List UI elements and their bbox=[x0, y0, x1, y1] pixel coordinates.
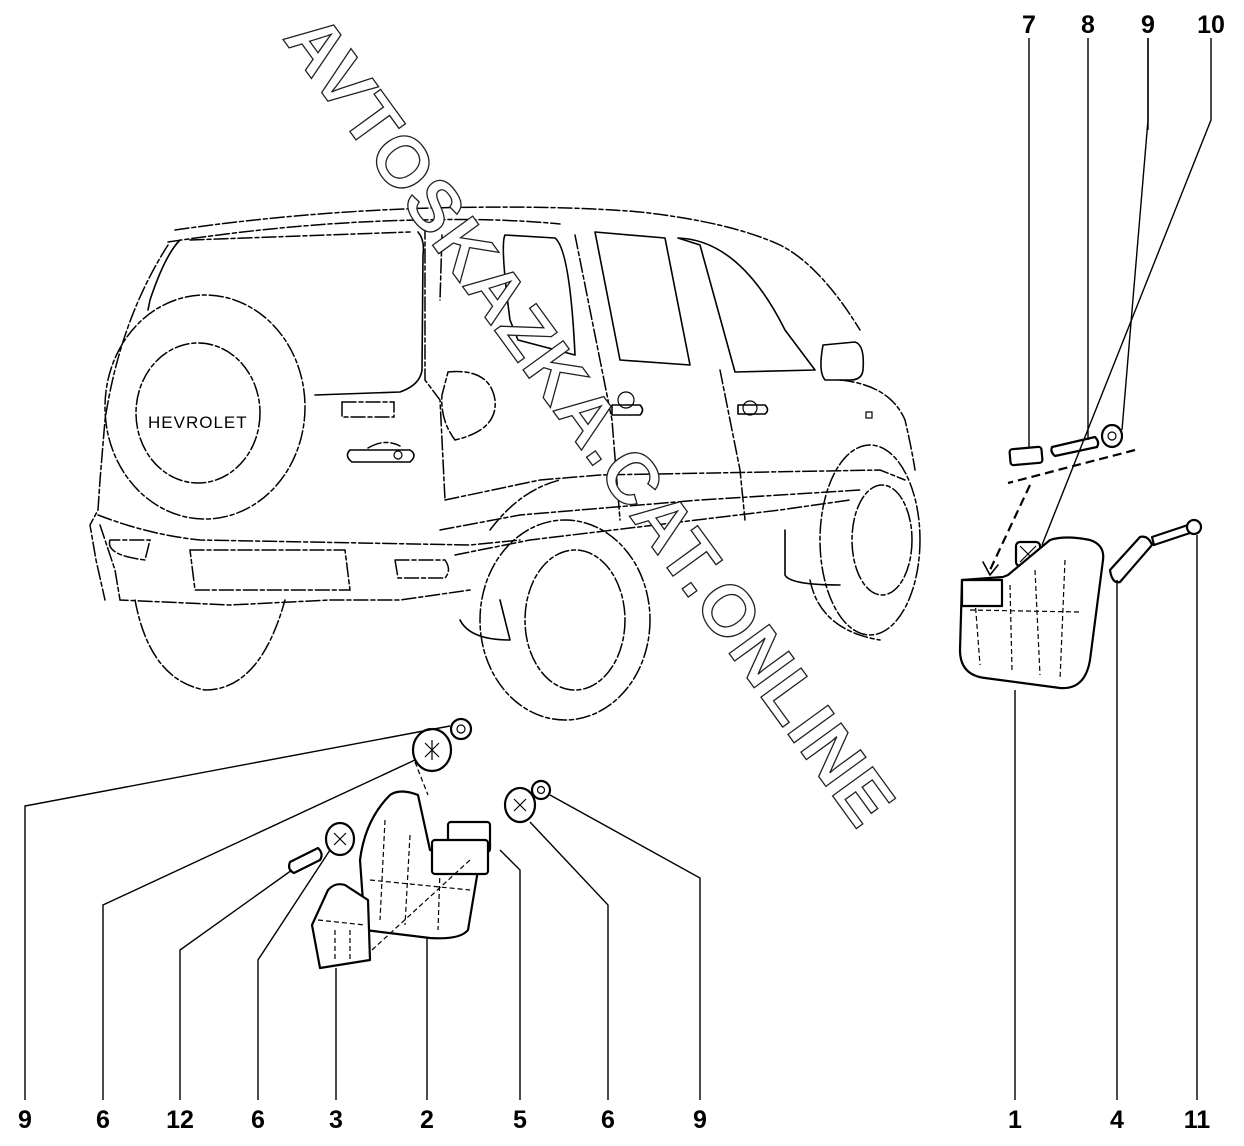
callout-9-top: 9 bbox=[1141, 11, 1155, 39]
callout-labels: 7 8 9 10 9 6 12 6 3 2 5 6 9 1 4 11 bbox=[18, 11, 1225, 1134]
callout-3: 3 bbox=[329, 1106, 343, 1134]
rear-wheel bbox=[479, 519, 651, 721]
spare-tire bbox=[104, 294, 306, 520]
part-2-mudflap bbox=[358, 790, 480, 940]
part-12-bolt bbox=[288, 846, 323, 875]
part-3-bracket bbox=[310, 883, 372, 970]
right-mudflap-assembly bbox=[958, 423, 1203, 690]
callout-7: 7 bbox=[1022, 11, 1036, 39]
vehicle-drawing: HEVROLET bbox=[89, 206, 921, 721]
callout-9-right: 9 bbox=[693, 1106, 707, 1134]
callout-2: 2 bbox=[420, 1106, 434, 1134]
callout-6-a: 6 bbox=[96, 1106, 110, 1134]
callout-1: 1 bbox=[1008, 1106, 1022, 1134]
part-4-bracket bbox=[1108, 535, 1154, 584]
part-9-nut-upper bbox=[449, 717, 473, 741]
leader-lines bbox=[24, 38, 1212, 1100]
part-7-plate bbox=[1008, 445, 1044, 467]
callout-9-left: 9 bbox=[18, 1106, 32, 1134]
callout-11: 11 bbox=[1184, 1106, 1211, 1134]
callout-12: 12 bbox=[166, 1106, 194, 1134]
part-9-nut bbox=[1100, 423, 1124, 449]
spare-tire-badge: HEVROLET bbox=[148, 413, 248, 432]
part-1-mudflap bbox=[958, 536, 1105, 690]
callout-10: 10 bbox=[1197, 11, 1225, 39]
front-wheel bbox=[819, 444, 921, 636]
part-8-stud bbox=[1050, 435, 1100, 458]
callout-8: 8 bbox=[1081, 11, 1095, 39]
callout-6-b: 6 bbox=[251, 1106, 265, 1134]
callout-6-c: 6 bbox=[601, 1106, 615, 1134]
callout-5: 5 bbox=[513, 1106, 527, 1134]
left-mudflap-assembly bbox=[288, 717, 552, 970]
callout-4: 4 bbox=[1110, 1106, 1124, 1134]
part-11-screw bbox=[1150, 523, 1192, 547]
part-9-nut-right bbox=[530, 779, 552, 801]
